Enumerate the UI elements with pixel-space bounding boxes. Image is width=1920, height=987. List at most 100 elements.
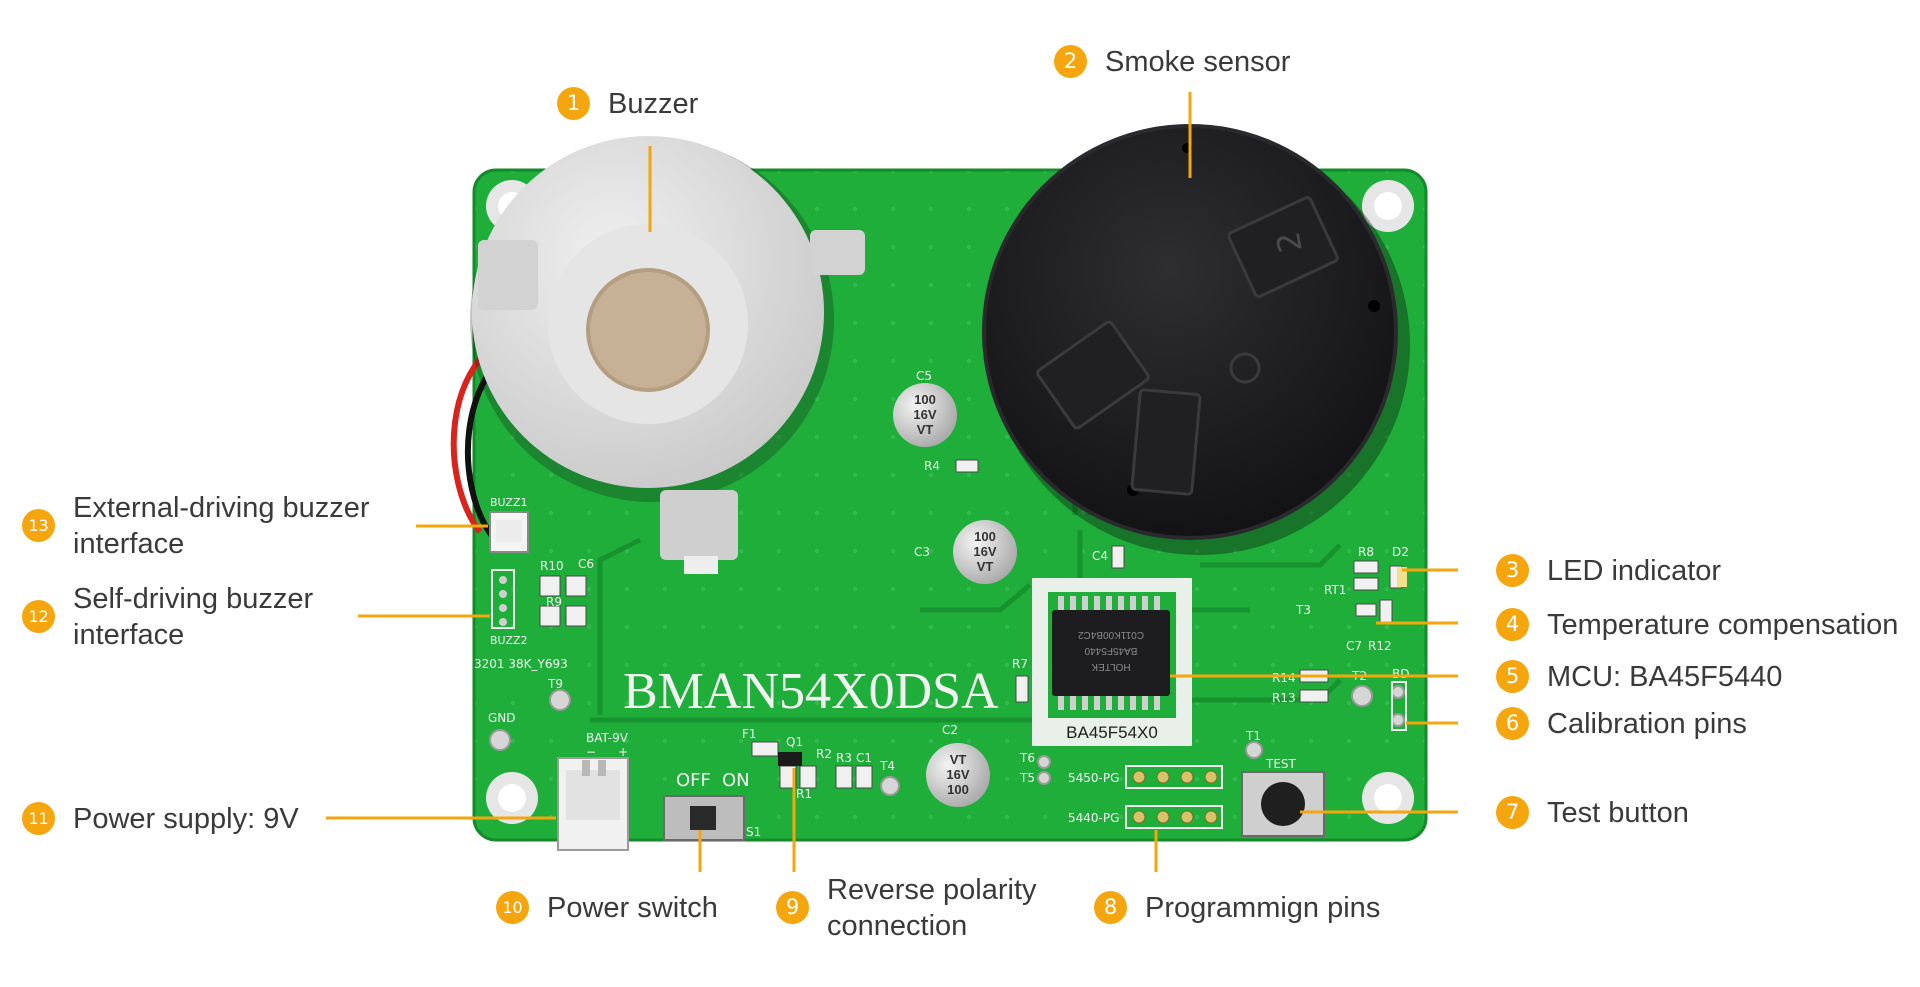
callout-badge: 2	[1054, 45, 1087, 78]
cap-text: VT	[977, 559, 994, 574]
callout-label: Calibration pins	[1547, 708, 1747, 740]
callout-badge: 10	[496, 891, 529, 924]
callout-power-switch: 10 Power switch	[496, 890, 718, 926]
silk-text: 5450-PG	[1068, 771, 1119, 785]
chip-marking: HOLTEK	[1091, 661, 1131, 672]
smoke-sensor: 2	[982, 124, 1410, 555]
silk-text: −	[586, 745, 596, 759]
callout-badge: 13	[22, 509, 55, 542]
callout-label: Power switch	[547, 892, 718, 924]
silk-text: 3201 38K_Y693	[474, 657, 568, 671]
silk-text: S1	[746, 825, 761, 839]
callout-label: interface	[73, 619, 185, 651]
buzz2-pins	[491, 569, 515, 629]
power-switch	[663, 795, 745, 841]
callout-external-driving-buzzer: 13 External-driving buzzer interface	[22, 490, 370, 562]
board-title: BMAN54X0DSA	[623, 663, 999, 720]
silk-text: R7	[1012, 657, 1028, 671]
callout-label: Temperature compensation	[1547, 609, 1899, 641]
callout-led-indicator: 3 LED indicator	[1496, 553, 1721, 589]
silk-text: ON	[722, 770, 750, 791]
silk-text: T9	[547, 677, 563, 691]
callout-label: Power supply: 9V	[73, 803, 299, 835]
callout-badge: 6	[1496, 707, 1529, 740]
callout-label: Self-driving buzzer	[73, 583, 314, 615]
silk-text: R8	[1358, 545, 1374, 559]
cap-text: VT	[917, 422, 934, 437]
callout-label: Programmign pins	[1145, 892, 1381, 924]
silk-text: T6	[1019, 751, 1035, 765]
silk-text: BAT-9V	[586, 731, 629, 745]
callout-test-button: 7 Test button	[1496, 795, 1689, 831]
callout-badge: 5	[1496, 660, 1529, 693]
callout-label: Buzzer	[608, 88, 699, 120]
silk-text: BUZZ1	[490, 496, 527, 509]
test-button	[1241, 771, 1325, 837]
silk-text: T1	[1245, 729, 1261, 743]
silkscreen: C5 R4 C3 C4 R7 C2 R8 D2 RT1 T3 C7 R12 R1…	[474, 369, 1409, 839]
cap-text: 16V	[973, 544, 996, 559]
chip-marking: C011K00B4C2	[1078, 629, 1144, 640]
silk-text: C4	[1092, 549, 1108, 563]
silk-text: R10	[540, 559, 564, 573]
callout-badge: 11	[22, 802, 55, 835]
callout-label: Test button	[1547, 797, 1689, 829]
power-connector	[557, 757, 629, 851]
silk-text: T4	[879, 759, 895, 773]
silk-text: TEST	[1265, 757, 1297, 771]
callout-label: Smoke sensor	[1105, 46, 1291, 78]
chip-marking: BA45F5440	[1084, 645, 1137, 656]
silk-text: Q1	[786, 735, 803, 749]
chip-label: BA45F54X0	[1066, 723, 1158, 742]
callout-badge: 3	[1496, 554, 1529, 587]
silk-text: C3	[914, 545, 930, 559]
silk-text: C1	[856, 751, 872, 765]
leader-lines	[326, 92, 1458, 872]
callout-calibration-pins: 6 Calibration pins	[1496, 706, 1747, 742]
silk-text: BD	[1392, 667, 1409, 681]
callout-badge: 7	[1496, 796, 1529, 829]
cap-text: 100	[914, 392, 936, 407]
silk-text: R2	[816, 747, 832, 761]
silk-text: C5	[916, 369, 932, 383]
callout-badge: 4	[1496, 608, 1529, 641]
silk-text: R13	[1272, 691, 1296, 705]
silk-text: F1	[742, 727, 757, 741]
callout-label: interface	[73, 528, 185, 560]
callout-power-supply: 11 Power supply: 9V	[22, 801, 299, 837]
capacitor-c5: 100 16V VT	[893, 383, 957, 447]
silk-text: R14	[1272, 671, 1296, 685]
silk-text: C6	[578, 557, 594, 571]
callout-label: LED indicator	[1547, 555, 1722, 587]
callout-badge: 8	[1094, 891, 1127, 924]
silk-text: T3	[1295, 603, 1311, 617]
callout-label: connection	[827, 910, 968, 942]
callout-smoke-sensor: 2 Smoke sensor	[1054, 44, 1290, 80]
silk-text: R4	[924, 459, 940, 473]
mcu-chip: HOLTEK BA45F5440 C011K00B4C2 BA45F54X0	[1032, 578, 1192, 746]
callout-badge: 12	[22, 600, 55, 633]
silk-text: OFF	[676, 770, 711, 791]
callout-badge: 1	[557, 87, 590, 120]
silk-text: R12	[1368, 639, 1392, 653]
silk-text: R9	[546, 595, 562, 609]
cap-text: 100	[974, 529, 996, 544]
callout-temperature-compensation: 4 Temperature compensation	[1496, 607, 1898, 643]
cap-text: 16V	[946, 767, 969, 782]
cap-text: 16V	[913, 407, 936, 422]
callout-label: MCU: BA45F5440	[1547, 661, 1783, 693]
silk-text: D2	[1392, 545, 1409, 559]
silk-text: GND	[488, 711, 516, 725]
callout-label: External-driving buzzer	[73, 492, 370, 524]
silk-text: R3	[836, 751, 852, 765]
silk-text: C2	[942, 723, 958, 737]
callout-self-driving-buzzer: 12 Self-driving buzzer interface	[22, 581, 313, 653]
silk-text: +	[618, 745, 628, 759]
callout-reverse-polarity: 9 Reverse polarity connection	[776, 872, 1037, 944]
buzzer	[470, 136, 865, 574]
callout-mcu: 5 MCU: BA45F5440	[1496, 659, 1782, 695]
callout-buzzer: 1 Buzzer	[557, 86, 698, 122]
callout-programming-pins: 8 Programmign pins	[1094, 890, 1380, 926]
